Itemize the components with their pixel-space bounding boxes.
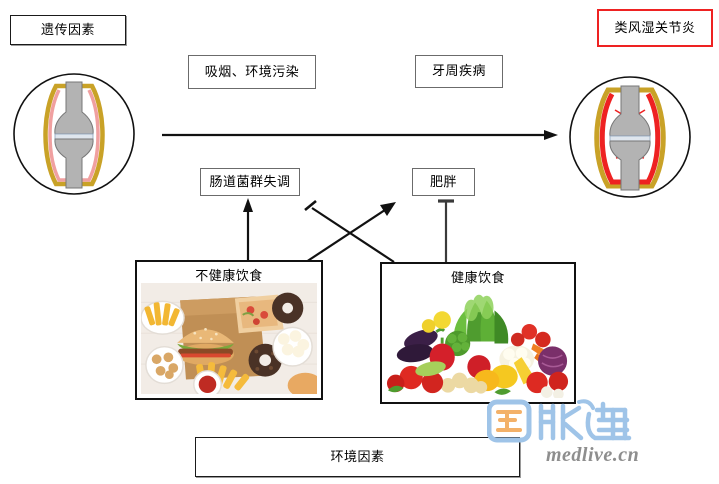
healthy-to-dysbiosis-inhibit-icon: [300, 198, 400, 266]
unhealthy-to-obesity-arrow-icon: [300, 198, 400, 266]
node-periodontal-disease-label: 牙周疾病: [431, 63, 486, 79]
node-rheumatoid-arthritis-label: 类风湿关节炎: [614, 19, 696, 35]
unhealthy-food-image: [141, 283, 317, 394]
healthy-to-obesity-inhibit-icon: [434, 196, 458, 264]
node-environmental-factors-label: 环境因素: [330, 448, 385, 464]
panel-unhealthy-diet: 不健康饮食: [135, 260, 323, 400]
inflamed-joint-icon: [565, 72, 695, 202]
node-environmental-factors: 环境因素: [195, 437, 520, 477]
node-genetic-factors-label: 遗传因素: [40, 21, 95, 37]
panel-healthy-diet: 健康饮食: [380, 262, 576, 404]
progression-arrow-icon: [160, 125, 560, 145]
node-smoking-pollution: 吸烟、环境污染: [188, 55, 316, 89]
panel-healthy-diet-label: 健康饮食: [450, 270, 505, 285]
medlive-url-text: medlive.cn: [546, 444, 640, 466]
healthy-joint-icon: [12, 72, 136, 196]
unhealthy-to-dysbiosis-arrow-icon: [238, 196, 258, 264]
node-rheumatoid-arthritis: 类风湿关节炎: [597, 9, 713, 47]
node-gut-dysbiosis: 肠道菌群失调: [200, 168, 300, 196]
node-gut-dysbiosis-label: 肠道菌群失调: [209, 173, 291, 189]
healthy-food-image: [386, 285, 570, 398]
panel-unhealthy-diet-label: 不健康饮食: [195, 268, 263, 283]
node-obesity: 肥胖: [412, 168, 475, 196]
node-obesity-label: 肥胖: [429, 173, 457, 189]
node-genetic-factors: 遗传因素: [10, 15, 126, 45]
node-smoking-pollution-label: 吸烟、环境污染: [204, 63, 300, 79]
medlive-watermark: medlive.cn: [486, 398, 707, 478]
node-periodontal-disease: 牙周疾病: [415, 55, 503, 88]
